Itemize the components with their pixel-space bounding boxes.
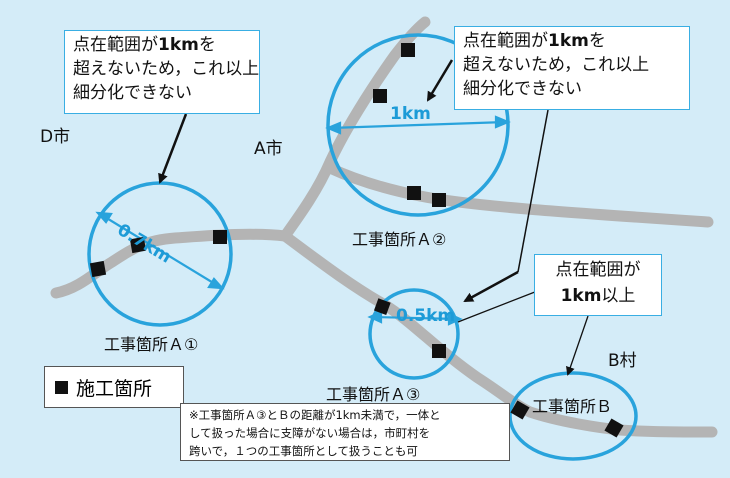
callout-small: 点在範囲が 1km以上 bbox=[534, 254, 662, 316]
distance-arrowhead-a1-start bbox=[95, 211, 113, 224]
distance-label-a2: 1km bbox=[390, 104, 431, 124]
road-network bbox=[50, 16, 718, 438]
note-line1: ※工事箇所Ａ③とＢの距離が1km未満で，一体と bbox=[189, 408, 441, 422]
callout-left-line3: 細分化できない bbox=[73, 83, 192, 103]
road-west bbox=[50, 228, 291, 299]
leader-arrow-small-b bbox=[457, 289, 541, 323]
site-label-a2: 工事箇所Ａ② bbox=[352, 230, 447, 249]
callout-right-line2: 超えないため，これ以上 bbox=[463, 55, 650, 75]
site-label-b: 工事箇所Ｂ bbox=[532, 397, 613, 416]
leader-arrow-left bbox=[158, 113, 188, 184]
road-southeast bbox=[279, 230, 718, 438]
callout-right: 点在範囲が1kmを 超えないため，これ以上 細分化できない bbox=[454, 26, 690, 110]
site-marker bbox=[604, 418, 624, 438]
distance-arrowhead-a3-end bbox=[447, 312, 463, 326]
range-circle-a2 bbox=[326, 33, 510, 217]
callout-left-line1: 点在範囲が1kmを bbox=[73, 35, 216, 55]
pointer-arrow-a2 bbox=[426, 59, 454, 102]
callout-left: 点在範囲が1kmを 超えないため，これ以上 細分化できない bbox=[64, 30, 260, 114]
place-b-village: B村 bbox=[608, 351, 637, 371]
leader-arrow-small bbox=[566, 315, 589, 376]
site-marker bbox=[373, 298, 391, 315]
distance-arrow-a3 bbox=[371, 315, 459, 321]
callout-small-line2: 1km以上 bbox=[560, 286, 636, 306]
site-label-a3: 工事箇所Ａ③ bbox=[326, 385, 421, 404]
place-a-city: A市 bbox=[254, 139, 283, 159]
callout-right-line3: 細分化できない bbox=[463, 79, 582, 99]
distance-arrow-a2 bbox=[329, 120, 507, 130]
leader-arrow-right bbox=[517, 109, 549, 273]
site-marker bbox=[432, 193, 446, 207]
distance-arrowhead-a1-end bbox=[207, 277, 225, 290]
distance-arrowhead-a2-start bbox=[325, 121, 342, 135]
distance-arrowhead-a3-start bbox=[367, 310, 383, 324]
callout-left-line2: 超えないため，これ以上 bbox=[73, 59, 260, 79]
distance-arrowhead-a2-end bbox=[494, 115, 511, 129]
site-marker bbox=[129, 236, 147, 254]
note-line2: して扱った場合に支障がない場合は，市町村を bbox=[189, 426, 431, 440]
legend-marker-icon bbox=[55, 380, 68, 394]
road-a2-branch bbox=[324, 162, 714, 228]
distance-label-a3: 0.5km bbox=[396, 306, 456, 326]
leader-arrow-right-end bbox=[463, 270, 519, 303]
callout-small-line1: 点在範囲が bbox=[555, 260, 641, 280]
site-marker bbox=[213, 230, 227, 244]
legend: 施工箇所 bbox=[44, 366, 184, 408]
site-marker bbox=[401, 43, 415, 57]
note-box: ※工事箇所Ａ③とＢの距離が1km未満で，一体と して扱った場合に支障がない場合は… bbox=[180, 403, 510, 461]
site-marker bbox=[373, 89, 387, 103]
site-marker bbox=[89, 260, 107, 278]
range-circle-a3 bbox=[368, 288, 460, 380]
site-marker bbox=[510, 400, 530, 420]
note-line3: 跨いで，１つの工事箇所として扱うことも可 bbox=[189, 444, 418, 458]
place-d-city: D市 bbox=[40, 127, 71, 147]
distance-arrow-a1 bbox=[99, 213, 221, 288]
legend-label: 施工箇所 bbox=[76, 377, 153, 400]
site-label-a1: 工事箇所Ａ① bbox=[104, 335, 199, 354]
site-marker bbox=[407, 186, 421, 200]
callout-right-line1: 点在範囲が1kmを bbox=[463, 31, 606, 51]
site-marker bbox=[432, 344, 446, 358]
road-north bbox=[279, 16, 431, 242]
